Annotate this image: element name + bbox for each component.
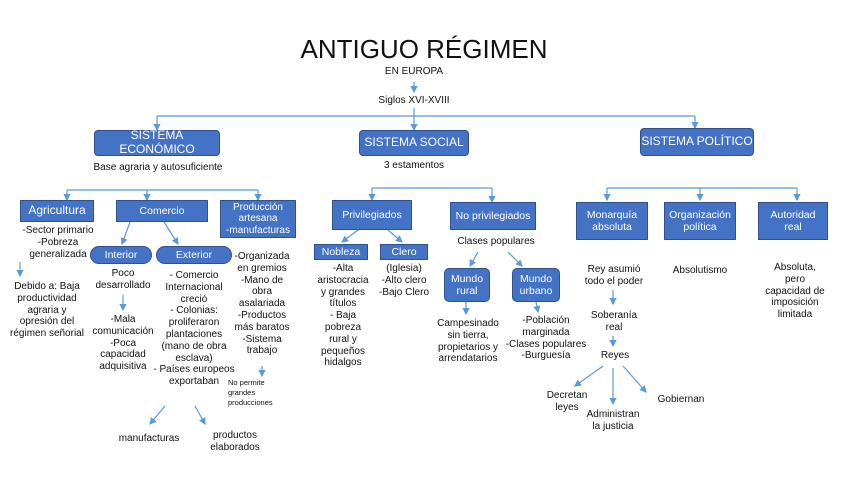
mundo-urbano-text: -Población marginada -Clases populares -… xyxy=(505,315,587,362)
gobiernan-label: Gobiernan xyxy=(657,394,705,405)
monarquia-text-1: Rey asumió todo el poder xyxy=(584,264,644,287)
clero-text: (Iglesia) -Alto clero -Bajo Clero xyxy=(378,263,430,298)
period-label: Siglos XVI-XVIII xyxy=(378,95,450,106)
autoridad-text: Absoluta, pero capacidad de imposición l… xyxy=(765,262,825,321)
produccion-text: -Organizada en gremios -Mano de obra asa… xyxy=(234,251,290,357)
clero-box: Clero xyxy=(380,244,428,260)
autoridad-real-box: Autoridad real xyxy=(758,202,828,240)
productos-elaborados-label: productos elaborados xyxy=(210,430,260,453)
agricultura-cause: Debido a: Baja productividad agraria y o… xyxy=(10,281,84,340)
no-privilegiados-box: No privilegiados xyxy=(450,202,536,230)
interior-pill: Interior xyxy=(90,246,152,264)
page-title: ANTIGUO RÉGIMEN xyxy=(300,34,548,64)
no-privilegiados-desc: Clases populares xyxy=(457,236,535,247)
nobleza-box: Nobleza xyxy=(314,244,368,260)
interior-text-1: Poco desarrollado xyxy=(95,268,151,291)
comercio-box: Comercio xyxy=(116,200,208,222)
agricultura-text: -Sector primario -Pobreza generalizada xyxy=(22,225,94,260)
produccion-note: No permite grandes producciones xyxy=(228,378,273,407)
manufacturas-label: manufacturas xyxy=(118,433,180,444)
administran-justicia-label: Administran la justicia xyxy=(586,409,640,432)
decretan-leyes-label: Decretan leyes xyxy=(546,390,588,413)
interior-text-2: -Mala comunicación -Poca capacidad adqui… xyxy=(92,314,154,373)
economico-desc: Base agraria y autosuficiente xyxy=(93,162,223,173)
mundo-rural-box: Mundo rural xyxy=(444,268,490,302)
nobleza-text: -Alta aristocracia y grandes títulos - B… xyxy=(317,263,369,369)
subtitle: EN EUROPA xyxy=(384,66,444,77)
organizacion-text: Absolutismo xyxy=(672,265,728,276)
produccion-artesana-box: Producción artesana -manufacturas xyxy=(220,200,296,238)
organizacion-politica-box: Organización política xyxy=(664,202,736,240)
sistema-politico-box: SISTEMA POLÍTICO xyxy=(640,128,754,156)
social-desc: 3 estamentos xyxy=(383,160,445,171)
privilegiados-box: Privilegiados xyxy=(332,200,412,230)
exterior-text: - Comercio Internacional creció - Coloni… xyxy=(153,270,235,388)
reyes-label: Reyes xyxy=(600,350,630,361)
mundo-rural-text: Campesinado sin tierra, propietarios y a… xyxy=(437,318,499,365)
sistema-economico-box: SISTEMA ECONÓMICO xyxy=(94,128,220,156)
mundo-urbano-box: Mundo urbano xyxy=(512,268,560,302)
monarquia-absoluta-box: Monarquía absoluta xyxy=(576,202,648,240)
agricultura-box: Agricultura xyxy=(20,200,94,222)
sistema-social-box: SISTEMA SOCIAL xyxy=(359,130,469,156)
exterior-pill: Exterior xyxy=(156,246,232,264)
monarquia-text-2: Soberanía real xyxy=(590,310,638,333)
